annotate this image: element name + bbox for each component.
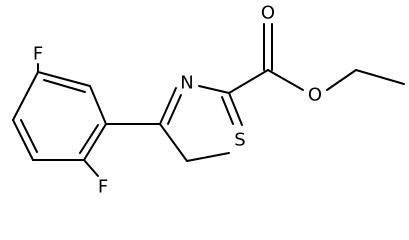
bond-carbonyl-oester <box>267 69 304 91</box>
bond-c1-c2 <box>37 71 91 87</box>
bond-c3-c4-inner <box>79 124 99 154</box>
ester-group <box>228 23 405 94</box>
bond-c5-c6-inner <box>20 119 38 153</box>
bond-c5-c6 <box>12 119 34 161</box>
bond-c4-n3 <box>159 87 177 125</box>
bond-c4-n3-inner <box>167 94 182 125</box>
atom-s-thiazole: S <box>234 130 245 151</box>
atom-n-thiazole: N <box>180 73 193 94</box>
bond-c5-c4 <box>159 123 188 162</box>
bond-c3-c4 <box>83 123 107 161</box>
thiazole-ring <box>159 85 243 162</box>
bond-c-f-bottom <box>83 159 99 177</box>
atom-o-ester: O <box>308 85 322 106</box>
bond-c1-c2-inner <box>43 79 86 93</box>
bond-n3-c2 <box>198 85 230 94</box>
bond-c6-c1 <box>12 71 39 121</box>
phenyl-ring <box>12 71 107 161</box>
bond-c2-carbonyl <box>228 69 269 94</box>
atom-o-carbonyl: O <box>261 3 275 24</box>
structure-diagram: F F N S O O <box>12 3 405 198</box>
bond-c2-c3 <box>89 85 107 125</box>
atom-f-bottom: F <box>98 177 108 198</box>
bond-s1-c5 <box>186 152 230 162</box>
bond-ch2-ch3 <box>355 69 405 85</box>
bond-c2-s1-inner <box>221 96 234 125</box>
molecule-drawing: F F N S O O <box>12 3 405 198</box>
atom-f-top: F <box>33 44 43 65</box>
bond-oester-ch2 <box>326 69 357 91</box>
bond-c2-s1 <box>228 92 243 126</box>
